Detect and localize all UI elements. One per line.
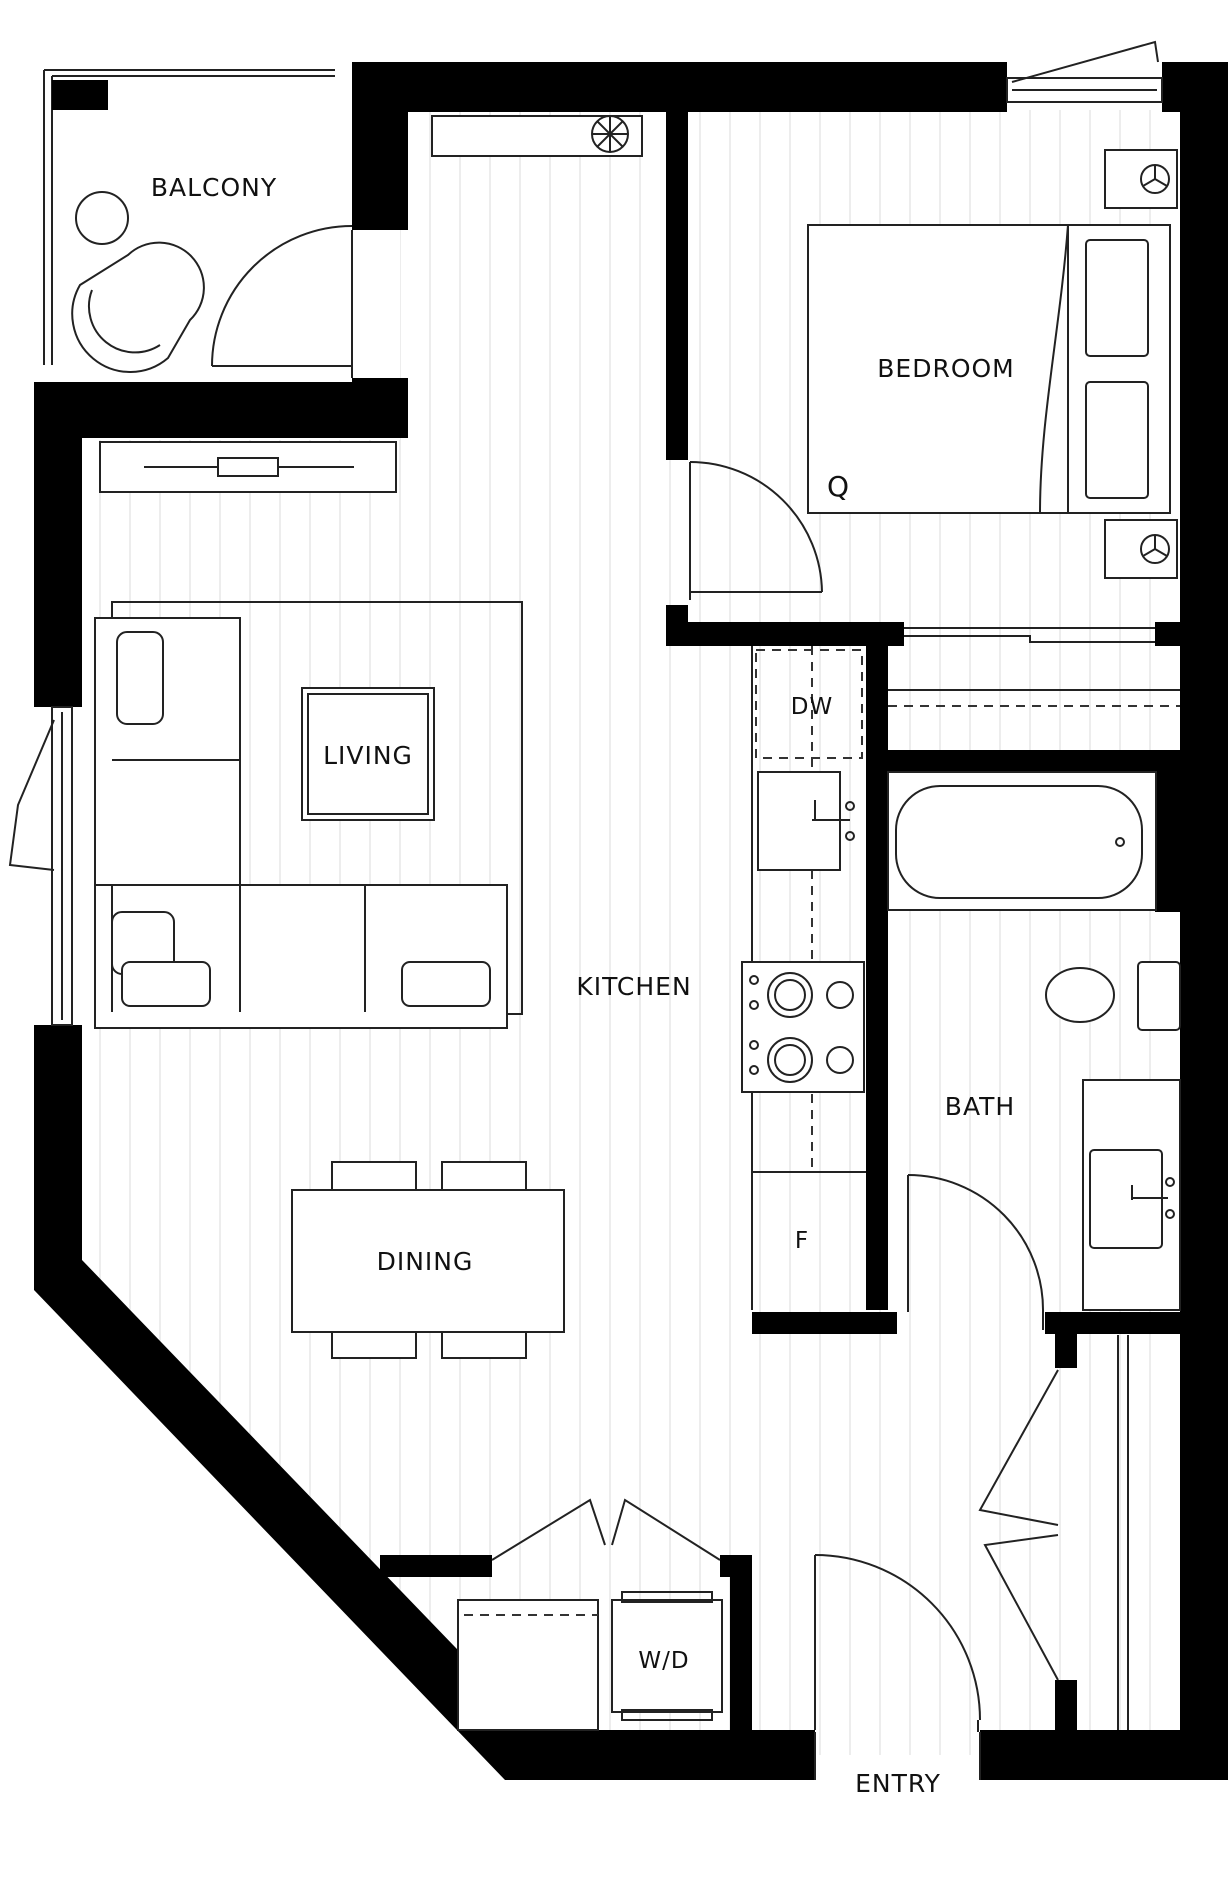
window-top xyxy=(1006,40,1163,103)
living-label: LIVING xyxy=(323,741,413,770)
washer-dryer xyxy=(611,1591,723,1721)
media-console xyxy=(99,441,397,493)
bedroom-door[interactable] xyxy=(689,461,823,600)
coffee-table xyxy=(301,687,435,821)
balcony-chair xyxy=(71,241,205,373)
nightstand-top xyxy=(1104,149,1178,209)
bath-door[interactable] xyxy=(907,1174,1045,1330)
bed-size-label: Q xyxy=(827,470,849,503)
balcony-door[interactable] xyxy=(211,225,353,378)
entry-closet-shelf xyxy=(1117,1335,1129,1730)
balcony-label: BALCONY xyxy=(151,173,277,202)
dining-table xyxy=(291,1161,565,1359)
laundry-shelf xyxy=(457,1599,599,1731)
washer-dryer-label: W/D xyxy=(638,1648,689,1674)
toilet xyxy=(1045,961,1181,1031)
dishwasher-label: DW xyxy=(791,694,833,720)
queen-bed xyxy=(807,224,1171,514)
bedroom-closet xyxy=(888,627,1180,707)
nightstand-bottom xyxy=(1104,519,1178,579)
balcony-table xyxy=(75,191,129,245)
bath-vanity xyxy=(1082,1079,1181,1311)
sectional-sofa xyxy=(94,617,508,1029)
kitchen-label: KITCHEN xyxy=(576,972,691,1001)
window-left xyxy=(8,706,73,1026)
bathtub xyxy=(887,771,1157,911)
closet-bifold-door[interactable] xyxy=(978,1369,1059,1681)
walls xyxy=(34,62,1228,1780)
entry-door[interactable] xyxy=(814,1554,981,1780)
kitchen-counter xyxy=(741,646,866,1310)
bath-label: BATH xyxy=(945,1092,1015,1121)
dining-label: DINING xyxy=(377,1247,474,1276)
plant-console xyxy=(431,115,643,157)
bedroom-label: BEDROOM xyxy=(877,354,1015,383)
laundry-bifold-door[interactable] xyxy=(491,1498,721,1561)
entry-label: ENTRY xyxy=(855,1769,941,1798)
fridge-label: F xyxy=(795,1228,809,1254)
